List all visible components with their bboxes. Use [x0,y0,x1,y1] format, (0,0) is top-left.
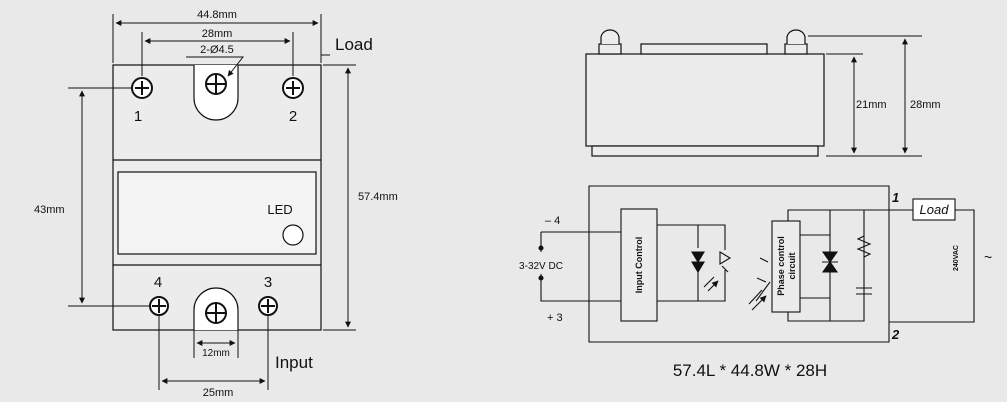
screw-terminal-2 [282,77,304,99]
triac [821,251,839,273]
screw-mount-top [205,73,227,95]
phase-control-text-2: circuit [787,252,797,279]
screw-mount-bottom [205,302,227,324]
side-view [585,29,922,157]
side-top-cover [640,43,768,55]
screw-terminal-1 [131,77,153,99]
phase-control-text-1: Phase control [776,236,786,296]
snubber-capacitor [856,287,872,295]
ac-voltage-label: 240VAC [953,245,960,271]
neg-terminal-label: – 4 [545,215,560,227]
screw-terminal-3 [258,296,278,316]
dimensions-caption: 57.4L * 44.8W * 28H [673,361,827,380]
led-indicator [282,224,304,246]
schematic [538,185,975,343]
phototransistor [719,251,732,273]
terminal-spacing-dim-text: 43mm [34,204,65,216]
dc-range-label: 3-32V DC [519,261,563,272]
terminal-1-schematic: 1 [892,190,899,205]
load-label: Load [335,35,373,54]
input-control-text: Input Control [634,237,644,293]
slot-width-dim-text: 12mm [202,348,230,359]
hole-spacing-dim-text: 28mm [202,28,233,40]
height-dim-text: 57.4mm [358,191,398,203]
side-total-dim-text: 28mm [910,99,941,111]
pos-terminal-label: + 3 [547,312,563,324]
side-base-plate [591,145,819,157]
photodiode [691,251,705,274]
input-control-block [620,208,658,322]
terminal-2-label: 2 [289,108,297,125]
display-window [117,171,317,255]
terminal-4-label: 4 [154,274,162,291]
side-body [585,53,825,147]
terminal-3-label: 3 [264,274,272,291]
input-spacing-dim-text: 25mm [203,387,234,399]
snubber-resistor [856,235,872,258]
ac-tilde: ~ [984,249,992,265]
front-view [68,14,356,390]
load-box-text: Load [920,202,950,217]
led-label: LED [267,202,292,217]
hole-dia-text: 2-Ø4.5 [200,44,234,56]
load-box [912,198,956,221]
terminal-1-label: 1 [134,108,142,125]
terminal-2-schematic: 2 [891,327,900,342]
phase-control-block [771,220,801,313]
side-body-dim-text: 21mm [856,99,887,111]
input-label: Input [275,353,313,372]
side-screw-right [784,29,808,55]
width-dim-text: 44.8mm [197,9,237,21]
schematic-boundary [588,185,890,343]
screw-terminal-4 [149,296,169,316]
display-band [113,159,321,266]
side-screw-left [598,29,622,55]
